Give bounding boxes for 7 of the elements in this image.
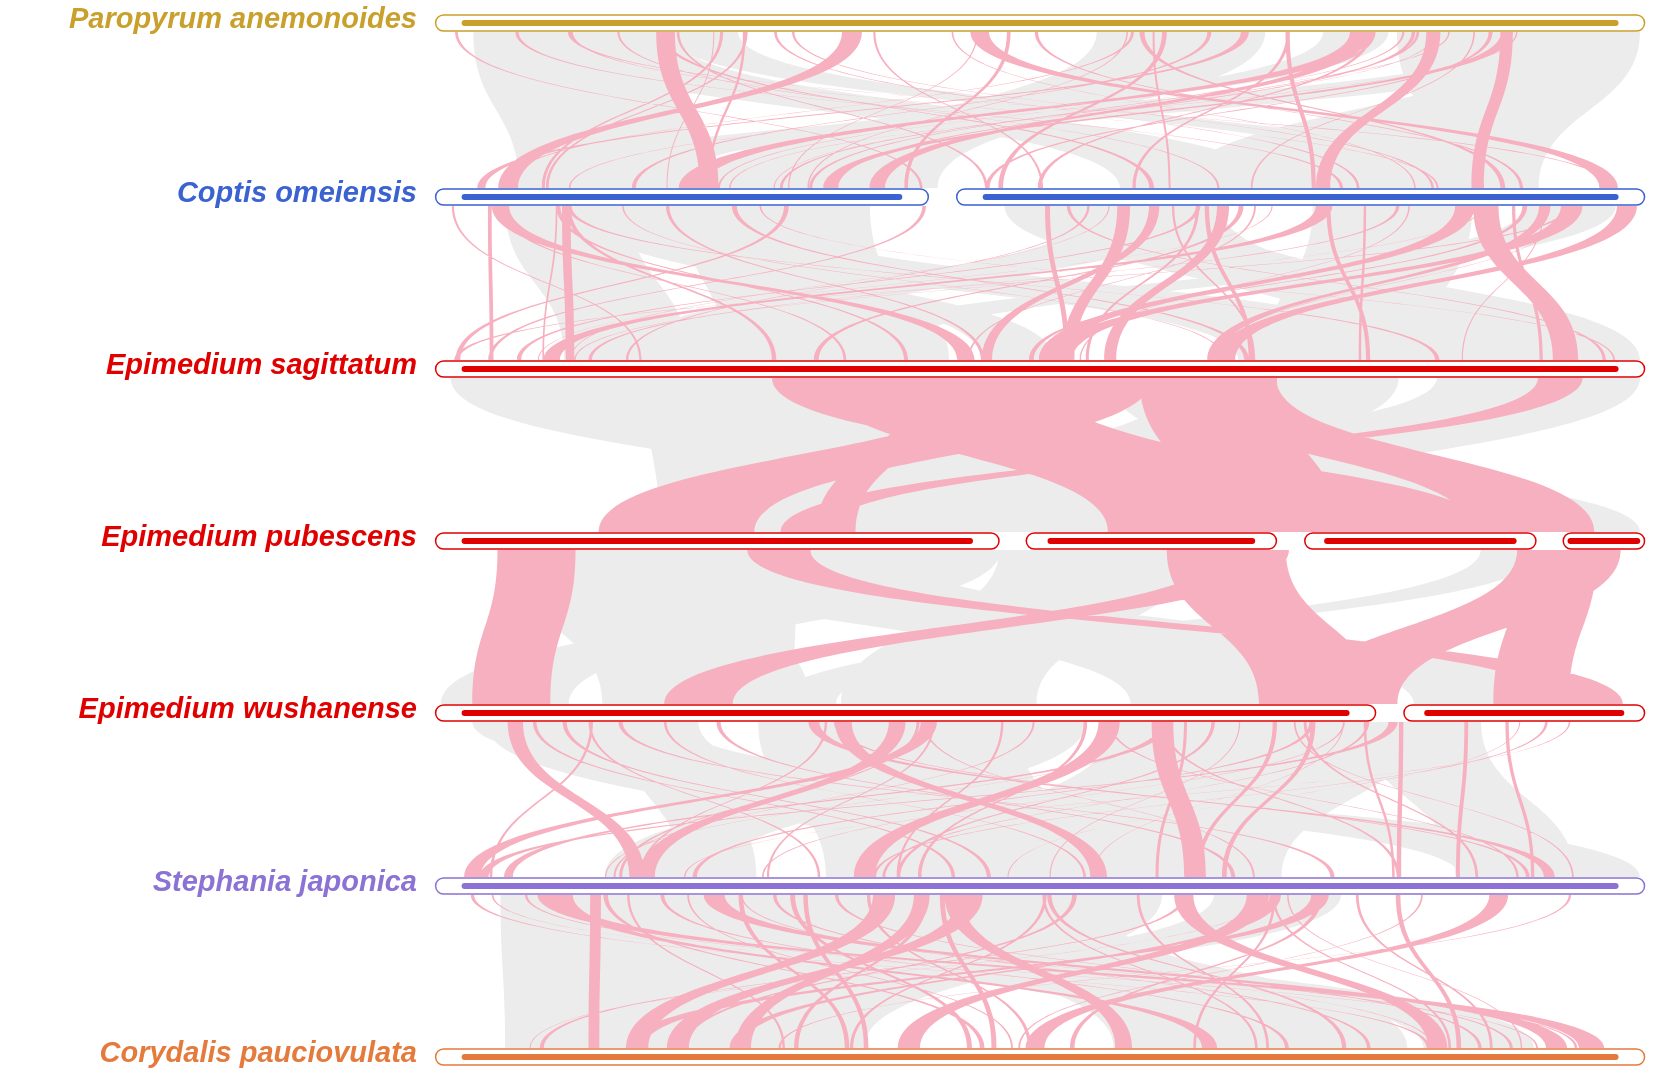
species-label: Epimedium pubescens bbox=[101, 519, 417, 553]
species-label: Stephania japonica bbox=[152, 864, 417, 898]
species-label: Paropyrum anemonoides bbox=[68, 1, 417, 35]
species-label: Coptis omeiensis bbox=[176, 175, 417, 209]
species-label: Corydalis pauciovulata bbox=[99, 1035, 417, 1069]
species-label: Epimedium sagittatum bbox=[106, 347, 417, 381]
species-label: Epimedium wushanense bbox=[78, 691, 417, 725]
